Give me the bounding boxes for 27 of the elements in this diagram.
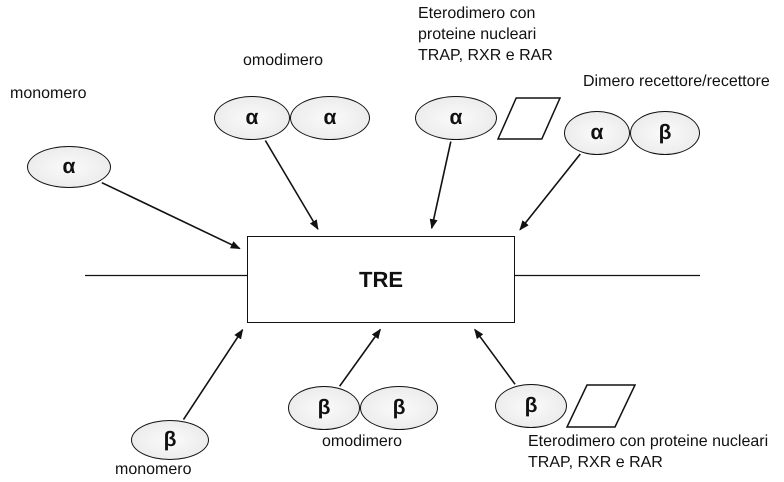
subunit-ellipse: β <box>630 111 700 155</box>
complex-label: Dimero recettore/recettore <box>583 72 771 92</box>
subunit-ellipse: β <box>131 420 209 460</box>
subunit-ellipse: β <box>288 386 360 430</box>
arrow <box>264 140 319 230</box>
parallelogram-shape <box>566 384 636 428</box>
subunit-ellipse: α <box>214 96 290 140</box>
subunit-ellipse: α <box>27 146 111 188</box>
arrow <box>101 182 241 250</box>
element-box: TRE <box>247 236 515 323</box>
arrow <box>474 328 516 385</box>
arrow <box>182 328 244 420</box>
complex-label: omodimero <box>243 51 324 71</box>
subunit-ellipse: α <box>564 111 630 155</box>
subunit-ellipse: α <box>415 96 497 140</box>
subunit-ellipse: α <box>290 96 370 140</box>
complex-label: Eterodimero con proteine nucleari TRAP, RXR e RAR <box>418 4 554 66</box>
complex-label: monomero <box>10 84 88 104</box>
arrow <box>519 153 581 231</box>
arrow <box>430 141 452 230</box>
complex-label: monomero <box>115 460 192 480</box>
complex-label: omodimero <box>322 432 404 452</box>
subunit-ellipse: β <box>360 386 438 430</box>
arrow <box>338 328 381 387</box>
subunit-ellipse: β <box>495 384 567 428</box>
complex-label: Eterodimero con proteine nucleari TRAP, RXR e RAR <box>528 432 770 473</box>
parallelogram-shape <box>497 97 561 140</box>
